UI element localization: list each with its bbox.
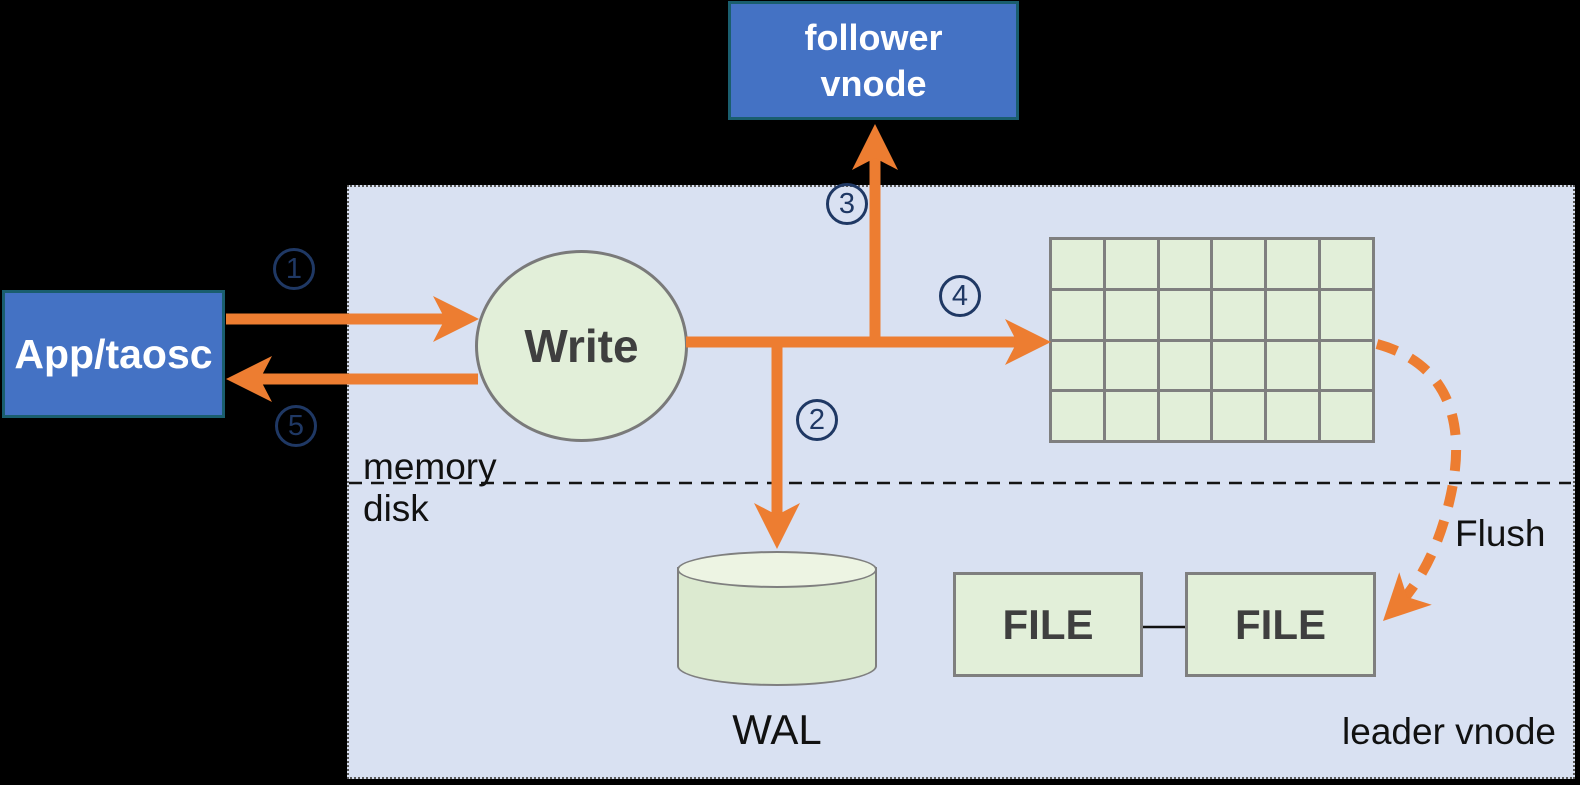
mem-table-cell — [1213, 341, 1265, 390]
arrow-5-head — [226, 356, 272, 402]
step-2-badge: 2 — [796, 399, 838, 441]
step-4-badge: 4 — [939, 275, 981, 317]
mem-table-cell — [1213, 290, 1265, 339]
mem-table-cell — [1105, 392, 1157, 440]
step-1-badge: 1 — [273, 248, 315, 290]
write-process-circle: Write — [475, 250, 688, 442]
mem-table-cell — [1321, 341, 1372, 390]
mem-table-cell — [1105, 341, 1157, 390]
mem-table-cell — [1052, 290, 1103, 339]
wal-label: WAL — [732, 706, 822, 753]
mem-table-cell — [1159, 240, 1211, 288]
flush-label: Flush — [1455, 513, 1546, 554]
mem-table-cell — [1267, 392, 1319, 440]
mem-table-cell — [1321, 392, 1372, 440]
mem-table-grid — [1049, 237, 1375, 443]
arrow-3-head — [852, 124, 898, 170]
mem-table-cell — [1321, 240, 1372, 288]
mem-table-cell — [1052, 392, 1103, 440]
mem-table-cell — [1052, 341, 1103, 390]
mem-table-cell — [1213, 240, 1265, 288]
app-taosc-label: App/taosc — [14, 330, 213, 377]
mem-table-cell — [1052, 240, 1103, 288]
app-taosc-box: App/taosc — [2, 290, 225, 418]
follower-vnode-box: follower vnode — [728, 1, 1019, 120]
mem-table-cell — [1159, 341, 1211, 390]
mem-table-cell — [1159, 290, 1211, 339]
file-box-right: FILE — [1185, 572, 1376, 677]
file-left-label: FILE — [1002, 600, 1094, 648]
step-3-badge: 3 — [826, 183, 868, 225]
mem-table-cell — [1105, 240, 1157, 288]
disk-label: disk — [363, 488, 429, 529]
file-box-left: FILE — [953, 572, 1143, 677]
wal-cylinder-top — [677, 551, 877, 588]
leader-vnode-label: leader vnode — [1342, 711, 1556, 752]
follower-vnode-label-line2: vnode — [820, 62, 927, 104]
write-label: Write — [524, 320, 639, 372]
mem-table-cell — [1267, 290, 1319, 339]
step-5-badge: 5 — [275, 405, 317, 447]
mem-table-cell — [1105, 290, 1157, 339]
mem-table-cell — [1267, 240, 1319, 288]
mem-table-cell — [1159, 392, 1211, 440]
mem-table-cell — [1321, 290, 1372, 339]
file-right-label: FILE — [1235, 600, 1326, 648]
memory-label: memory — [363, 446, 497, 487]
follower-vnode-label-line1: follower — [804, 16, 943, 58]
mem-table-cell — [1267, 341, 1319, 390]
mem-table-cell — [1213, 392, 1265, 440]
